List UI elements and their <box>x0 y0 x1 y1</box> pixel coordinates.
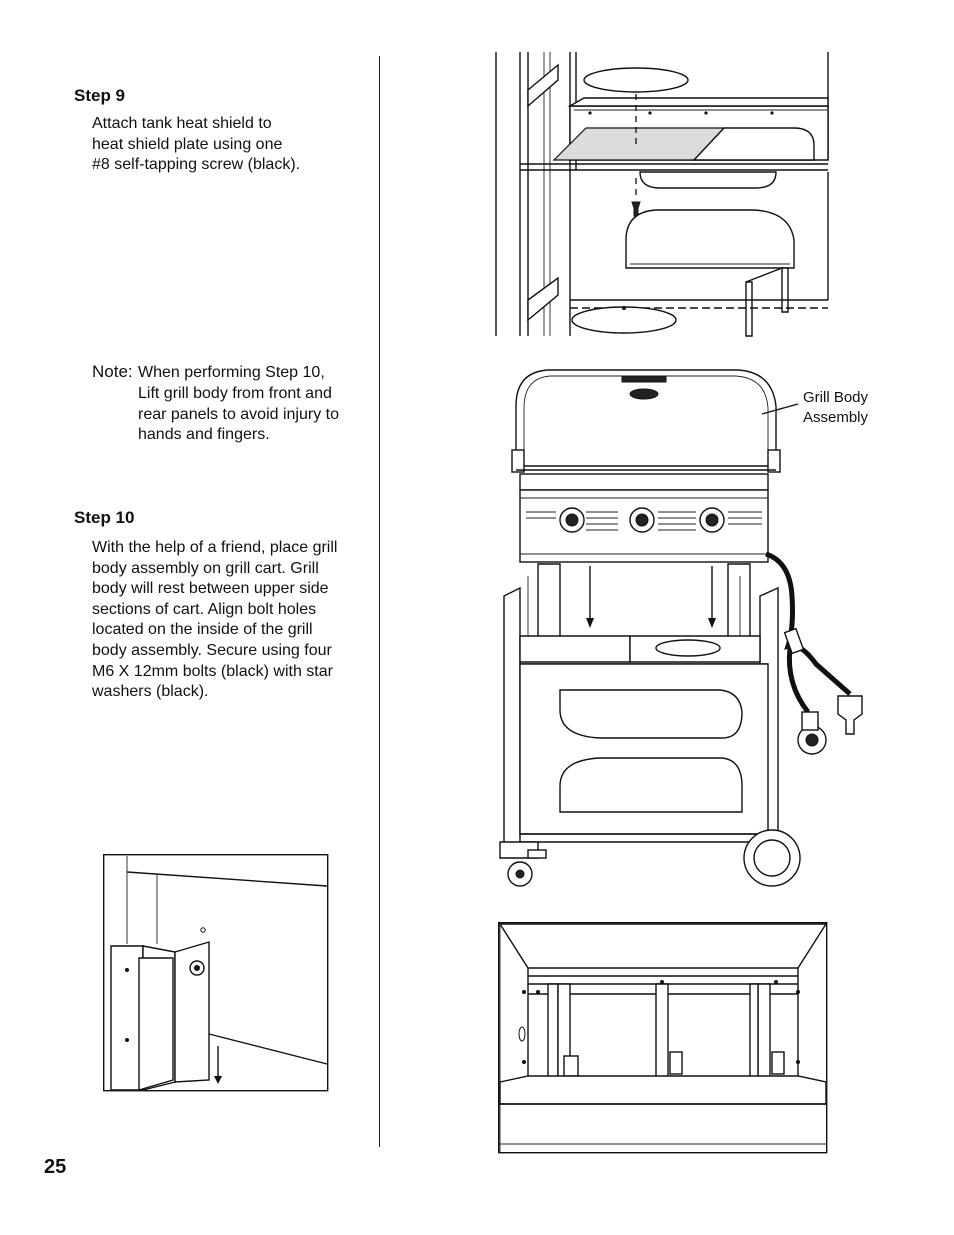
step-10-line: body assembly on grill cart. Grill <box>92 559 319 577</box>
step-10-title: Step 10 <box>74 508 135 527</box>
note-line: hands and fingers. <box>138 426 270 444</box>
callout-line: Assembly <box>803 408 869 426</box>
callout-leader-line <box>761 403 799 415</box>
callout-line: Grill Body <box>803 389 869 406</box>
step-9-line: Attach tank heat shield to <box>92 115 272 132</box>
column-divider <box>379 56 380 1147</box>
step-9-line: heat shield plate using one <box>92 135 283 153</box>
step-10-line: M6 X 12mm bolts (black) with star <box>92 662 333 680</box>
step-10-line: washers (black). <box>92 683 209 701</box>
step-9-line: #8 self-tapping screw (black). <box>92 156 301 174</box>
step-9-instructions: Attach tank heat shield to heat shield p… <box>92 114 300 176</box>
step-10-line: body assembly. Secure using four <box>92 641 332 659</box>
step-10-line: located on the inside of the grill <box>92 621 313 639</box>
note-line: Lift grill body from front and <box>138 384 332 402</box>
bolt-bracket-detail-illustration <box>102 853 329 1092</box>
step-9-title: Step 9 <box>74 86 126 105</box>
grill-underside-illustration <box>497 921 828 1154</box>
step-10-line: With the help of a friend, place grill <box>92 539 338 556</box>
note-line: When performing Step 10, <box>138 364 325 381</box>
step-10-instructions: With the help of a friend, place grill b… <box>92 538 337 703</box>
note-label: Note: <box>92 362 133 381</box>
note-line: rear panels to avoid injury to <box>138 405 339 423</box>
grill-body-assembly-callout: Grill Body Assembly <box>803 388 868 427</box>
note-text: When performing Step 10, Lift grill body… <box>138 363 339 446</box>
step-10-line: sections of cart. Align bolt holes <box>92 600 317 618</box>
step-10-line: body will rest between upper side <box>92 580 329 598</box>
heat-shield-illustration <box>495 52 829 337</box>
page-number: 25 <box>44 1156 67 1178</box>
grill-body-on-cart-illustration <box>499 369 863 887</box>
